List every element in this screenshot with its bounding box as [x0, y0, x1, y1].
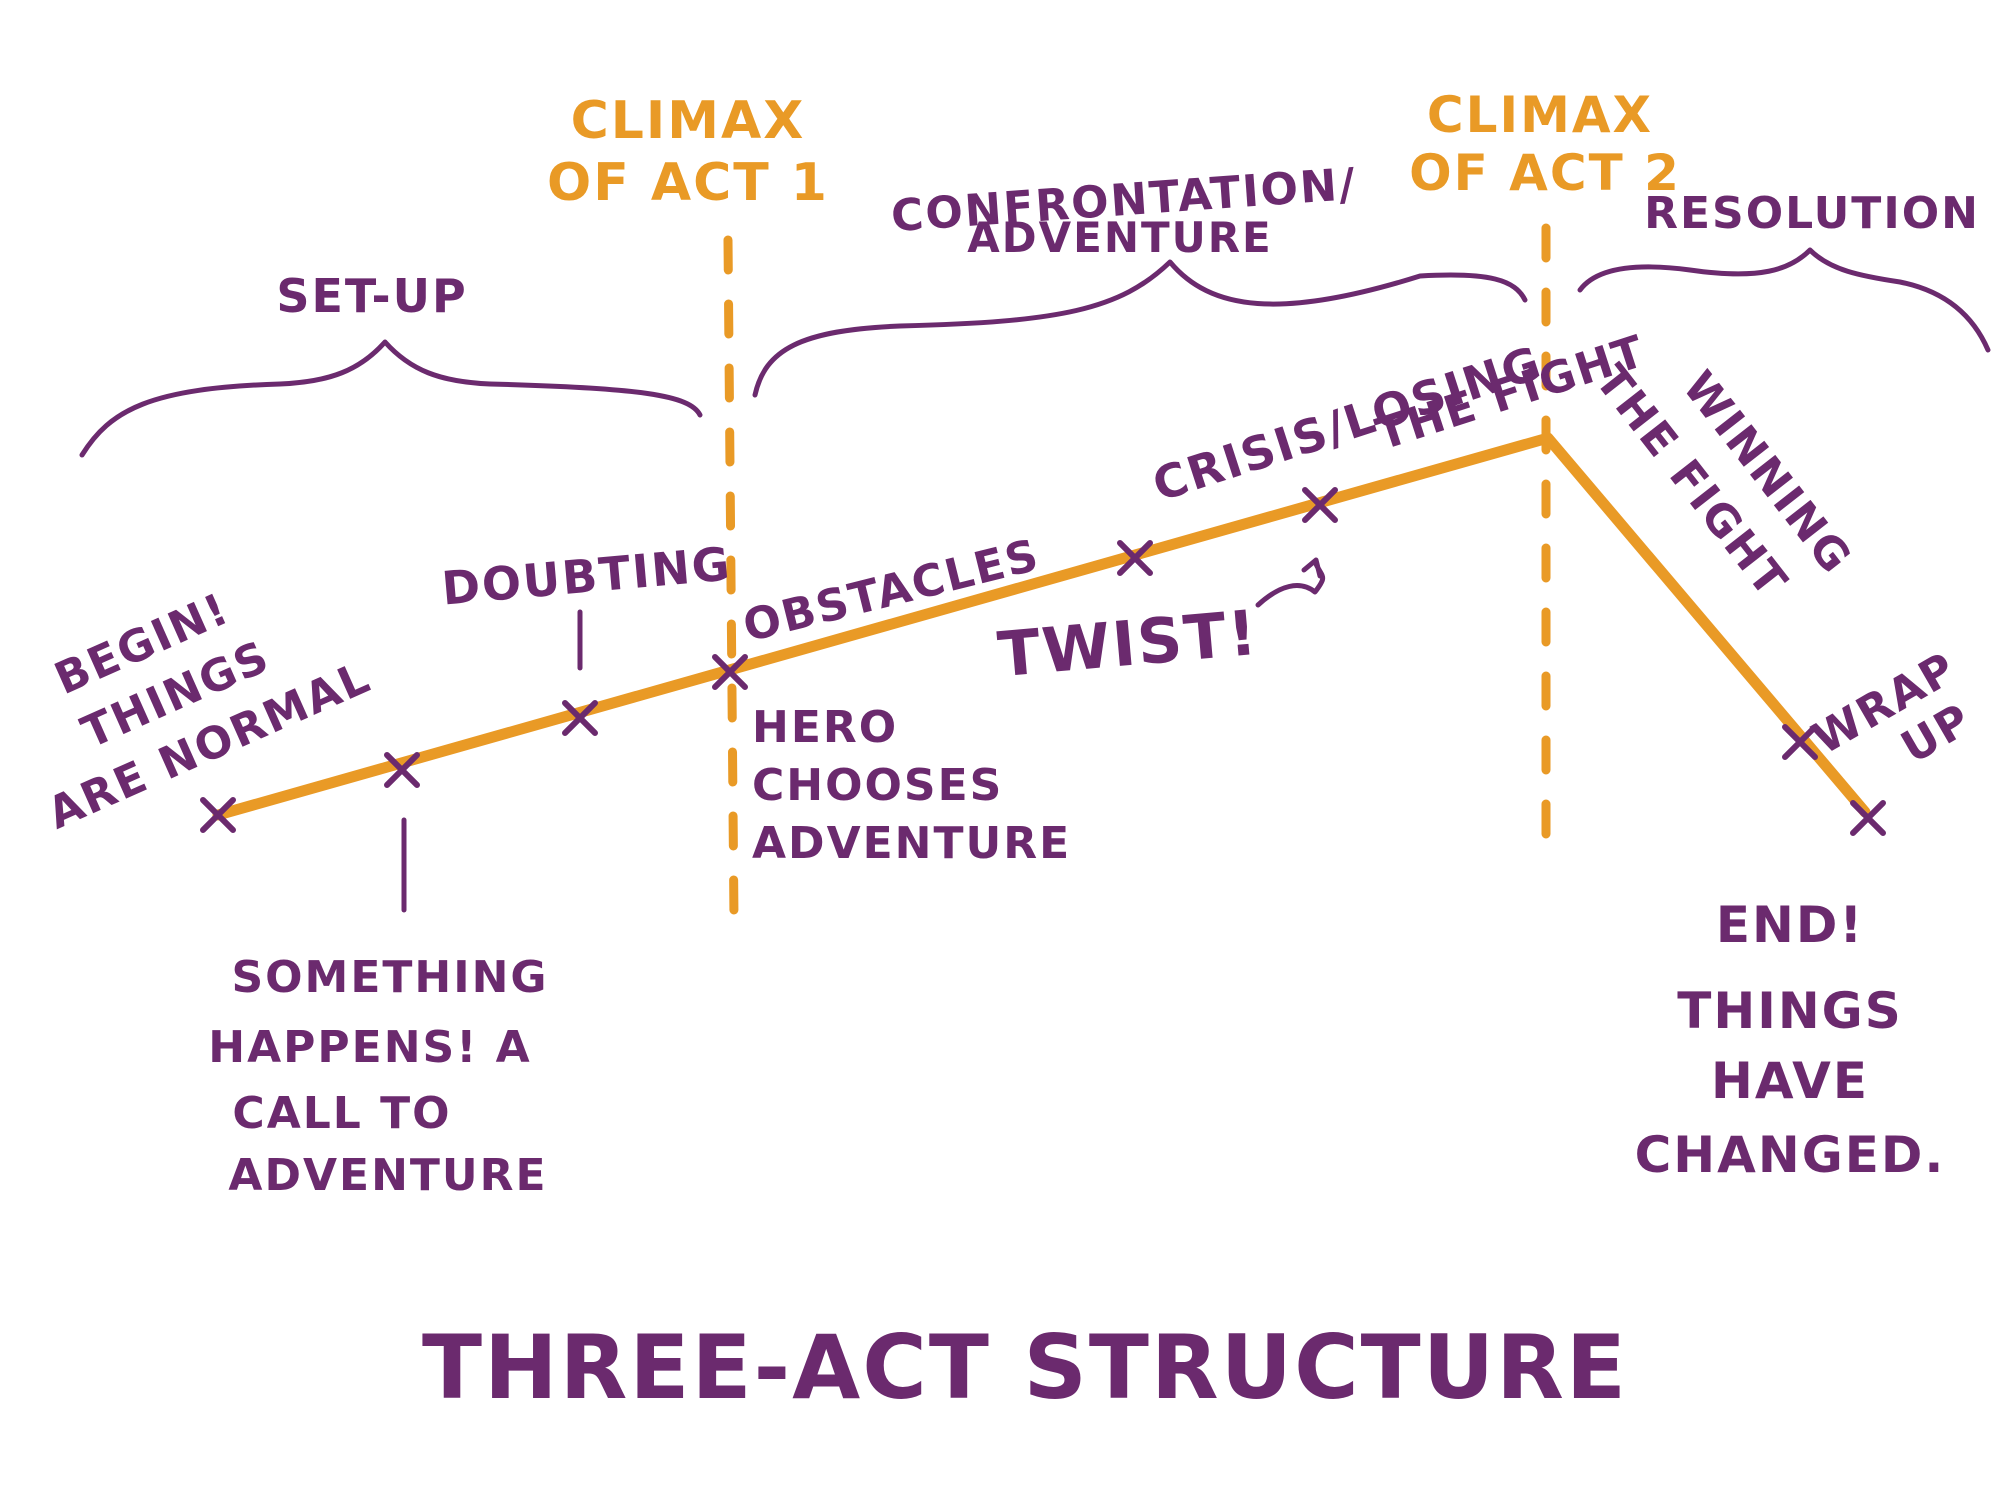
doubting-marker	[562, 700, 598, 736]
end-line3: HAVE	[1711, 1052, 1869, 1110]
climax-act2-line1: CLIMAX	[1427, 86, 1653, 144]
confrontation-brace	[752, 259, 1528, 398]
story-arc-line	[212, 432, 1871, 821]
crisis-label: CRISIS/LOSING THE FIGHT	[1146, 326, 1652, 512]
resolution-label: RESOLUTION	[1644, 188, 1980, 239]
story-markers	[200, 487, 1886, 836]
act1-climax-marker	[712, 654, 748, 690]
doubting-label: DOUBTING	[440, 537, 734, 616]
begin-marker	[200, 797, 236, 833]
twist-label: TWIST!	[995, 596, 1261, 691]
end-marker	[1850, 800, 1886, 836]
something-line3: CALL TO	[232, 1088, 451, 1139]
begin-label: BEGIN! THINGS ARE NORMAL	[40, 583, 378, 839]
hero-line1: HERO	[752, 702, 898, 753]
climax-act1-line2: OF ACT 1	[547, 153, 829, 213]
hero-line2: CHOOSES	[752, 760, 1003, 811]
something-line2: HAPPENS! A	[208, 1022, 531, 1073]
resolution-brace	[1577, 247, 1991, 353]
end-line2: THINGS	[1677, 982, 1902, 1040]
setup-label: SET-UP	[276, 269, 467, 323]
twist-marker	[1117, 540, 1153, 576]
winning-label: WINNING THE FIGHT	[1585, 356, 1862, 608]
wrap-up-label: WRAP UP	[1804, 642, 1981, 773]
something-line1: SOMETHING	[231, 952, 548, 1003]
setup-brace	[79, 339, 703, 458]
something-line4: ADVENTURE	[228, 1150, 547, 1201]
climax-act2-line2: OF ACT 2	[1409, 144, 1681, 202]
crisis-marker	[1302, 487, 1338, 523]
wrap-up-marker	[1782, 724, 1818, 760]
end-line4: CHANGED.	[1635, 1126, 1946, 1184]
confrontation-label-line2: ADVENTURE	[967, 213, 1273, 262]
hero-line3: ADVENTURE	[752, 818, 1071, 869]
climax-act1-line1: CLIMAX	[571, 91, 806, 151]
something-happens-marker	[384, 752, 420, 788]
twist-arrow	[1255, 557, 1326, 608]
act1-climax-divider	[723, 235, 739, 925]
end-line1: END!	[1716, 896, 1864, 954]
diagram-title: THREE-ACT STRUCTURE	[422, 1316, 1628, 1419]
